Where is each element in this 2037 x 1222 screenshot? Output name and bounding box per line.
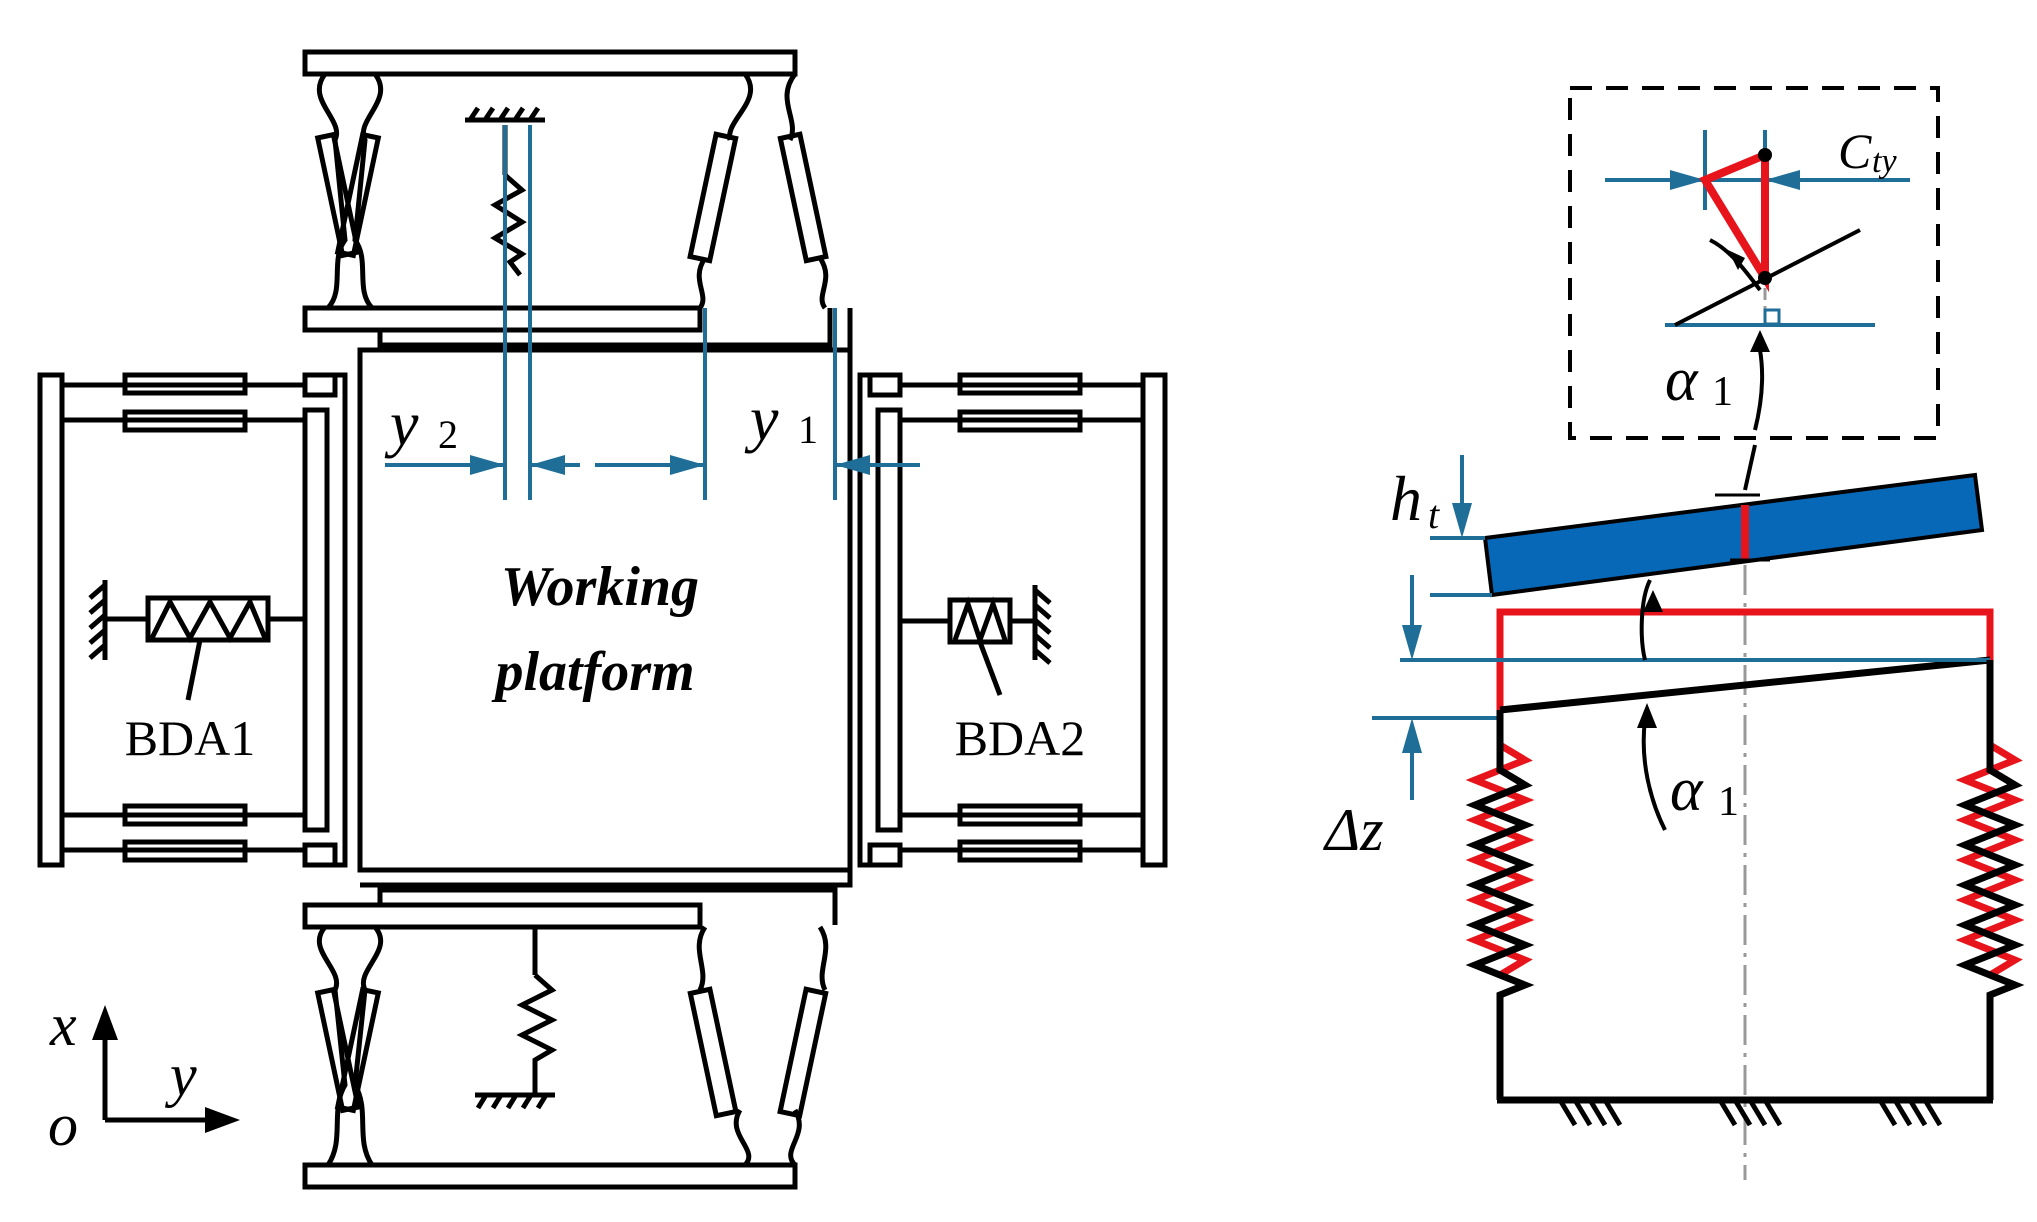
cty-main: C xyxy=(1838,123,1872,179)
inset-alpha-sub: 1 xyxy=(1712,369,1733,415)
angle-arcs: α 1 xyxy=(1637,579,1739,831)
inset-alpha-symbol: α xyxy=(1665,346,1699,414)
inset-detail: C ty α 1 xyxy=(1605,123,1910,431)
delta-z-label: Δz xyxy=(1323,797,1384,863)
top-outer-plate xyxy=(302,49,798,77)
bda2-label: BDA2 xyxy=(955,710,1086,766)
y1-symbol: y xyxy=(744,383,779,454)
top-flexure-module xyxy=(302,49,853,353)
alpha-subscript: 1 xyxy=(1718,779,1739,825)
top-inner-plate xyxy=(302,305,703,333)
y2-symbol: y xyxy=(384,388,419,459)
working-platform xyxy=(357,347,853,873)
bottom-outer-plate xyxy=(302,1162,798,1190)
tilted-platform xyxy=(1482,472,1985,598)
y1-subscript: 1 xyxy=(798,407,818,452)
y-dimensions xyxy=(385,125,920,500)
left-spring xyxy=(1465,710,1535,1100)
dim-arrowheads xyxy=(470,455,870,475)
inset-detail-box xyxy=(1568,86,1940,440)
axis-origin-label: o xyxy=(48,1092,78,1158)
axis-x-label: x xyxy=(49,992,77,1058)
ground-hatches xyxy=(1557,1098,1943,1127)
alpha-symbol: α xyxy=(1670,756,1704,824)
bottom-inner-plate xyxy=(302,902,703,930)
tilted-beam xyxy=(1499,656,1991,714)
y2-subscript: 2 xyxy=(438,412,458,457)
platform-label-line1: Working xyxy=(501,556,699,618)
axis-y-label: y xyxy=(164,1042,197,1108)
ht-symbol: h xyxy=(1390,463,1422,534)
height-dim-arrows xyxy=(1402,503,1472,753)
bda1-label: BDA1 xyxy=(125,710,256,766)
bottom-flexure-module xyxy=(302,870,853,1190)
inset-connector xyxy=(1743,444,1757,491)
left-actuator-module xyxy=(37,372,348,868)
left-diagram: Working platform BDA1 BDA2 y 2 y 1 x y o xyxy=(37,49,1168,1190)
right-actuator-module xyxy=(857,372,1168,868)
right-spring xyxy=(1955,660,2025,1100)
right-diagram: C ty α 1 h xyxy=(1323,86,2025,1180)
coordinate-axes: x y o xyxy=(48,992,240,1158)
cty-sub: ty xyxy=(1872,143,1897,180)
platform-label-line2: platform xyxy=(491,641,694,703)
ht-subscript: t xyxy=(1428,492,1440,537)
